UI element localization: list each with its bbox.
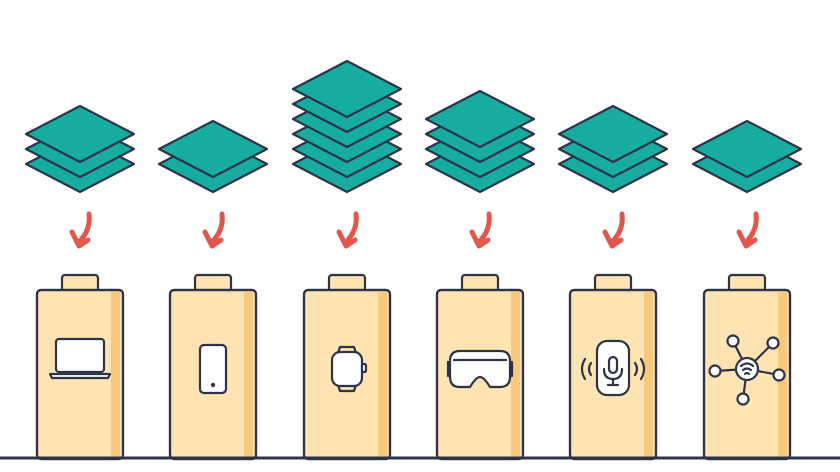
device-column-iot-hub bbox=[691, 119, 803, 461]
device-column-vr-headset bbox=[424, 89, 536, 461]
data-layer bbox=[291, 59, 403, 119]
layer-stack bbox=[557, 104, 669, 194]
battery-shade bbox=[511, 292, 520, 457]
down-arrow-icon bbox=[69, 211, 92, 249]
device-column-laptop bbox=[24, 104, 136, 461]
data-layer bbox=[557, 104, 669, 164]
down-arrow-icon bbox=[736, 211, 759, 249]
battery-shade bbox=[111, 292, 120, 457]
data-layer bbox=[157, 119, 269, 179]
battery-shade bbox=[378, 292, 387, 457]
layer-stack bbox=[691, 119, 803, 194]
data-layer bbox=[24, 104, 136, 164]
down-arrow-icon bbox=[469, 211, 492, 249]
device-column-smart-speaker bbox=[557, 104, 669, 461]
smart-speaker-icon bbox=[580, 339, 646, 397]
battery-shade bbox=[244, 292, 253, 457]
layer-stack bbox=[157, 119, 269, 194]
device-column-smartwatch bbox=[291, 59, 403, 461]
data-layer bbox=[691, 119, 803, 179]
laptop-icon bbox=[48, 337, 112, 380]
battery-shade bbox=[644, 292, 653, 457]
layer-stack bbox=[24, 104, 136, 194]
layer-stack bbox=[291, 59, 403, 194]
data-layer bbox=[424, 89, 536, 149]
smartwatch-icon bbox=[330, 345, 368, 393]
down-arrow-icon bbox=[602, 211, 625, 249]
down-arrow-icon bbox=[336, 211, 359, 249]
vr-headset-icon bbox=[446, 349, 514, 389]
device-column-smartphone bbox=[157, 119, 269, 461]
down-arrow-icon bbox=[202, 211, 225, 249]
iot-hub-icon bbox=[708, 334, 786, 406]
smartphone-icon bbox=[198, 343, 228, 395]
layer-stack bbox=[424, 89, 536, 194]
